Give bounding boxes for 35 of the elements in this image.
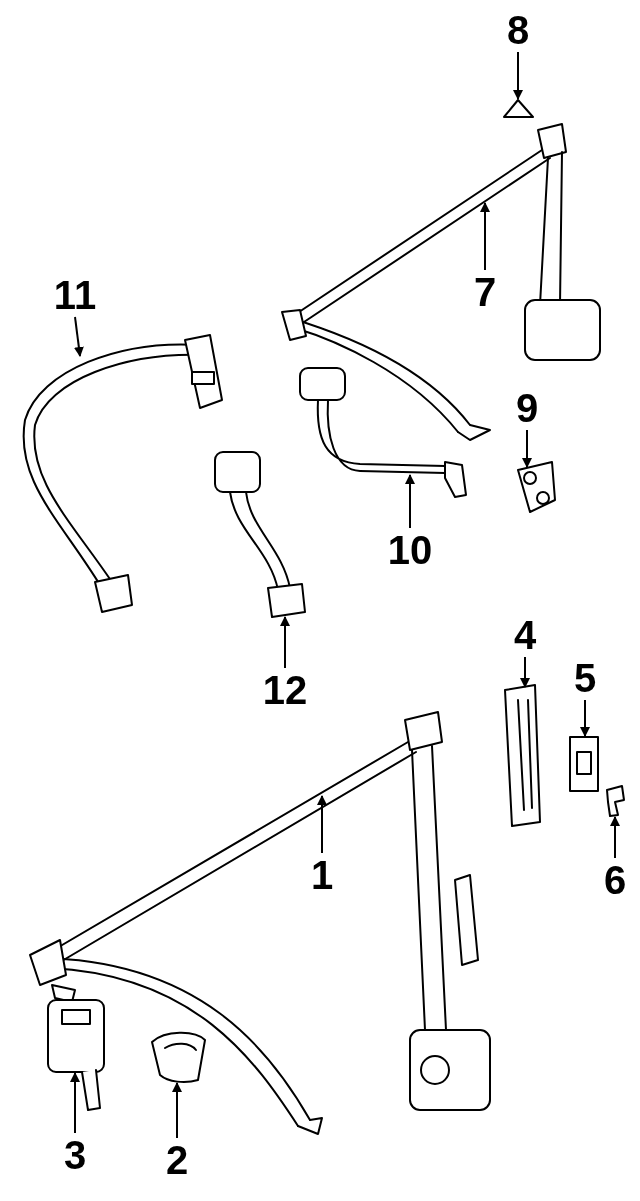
leader-line	[522, 429, 532, 468]
callout-number: 5	[573, 658, 597, 698]
seat-belt-drawing	[281, 123, 601, 441]
callout-number: 9	[515, 388, 539, 428]
buckle-drawing	[214, 451, 306, 618]
buckle-drawing	[299, 367, 467, 498]
cap-drawing	[503, 99, 534, 118]
bracket-drawing	[517, 461, 556, 513]
buckle-drawing	[47, 999, 105, 1111]
callout-number: 4	[513, 615, 537, 655]
seat-belt-drawing	[29, 711, 491, 1135]
leader-line	[317, 795, 327, 854]
leader-line	[610, 816, 620, 859]
callout-number: 3	[63, 1135, 87, 1175]
callout-number: 6	[603, 860, 627, 900]
seat-rail-drawing	[504, 684, 541, 827]
leader-line	[280, 616, 290, 669]
leader-line	[480, 202, 490, 271]
callout-number: 7	[473, 272, 497, 312]
leader-line	[172, 1082, 182, 1139]
callout-number: 11	[53, 275, 97, 315]
leader-line	[520, 656, 530, 688]
clip-drawing	[569, 736, 599, 792]
callout-number: 10	[387, 530, 433, 570]
seat-belt-drawing	[22, 334, 223, 613]
callout-number: 2	[165, 1140, 189, 1180]
callout-number: 8	[506, 10, 530, 50]
callout-number: 1	[310, 855, 334, 895]
leader-line	[513, 51, 523, 100]
leader-line	[70, 1072, 80, 1134]
leader-line	[405, 474, 415, 529]
leader-line	[580, 699, 590, 737]
leader-line	[73, 316, 84, 357]
bolt-drawing	[606, 785, 625, 817]
callout-number: 12	[262, 670, 308, 710]
